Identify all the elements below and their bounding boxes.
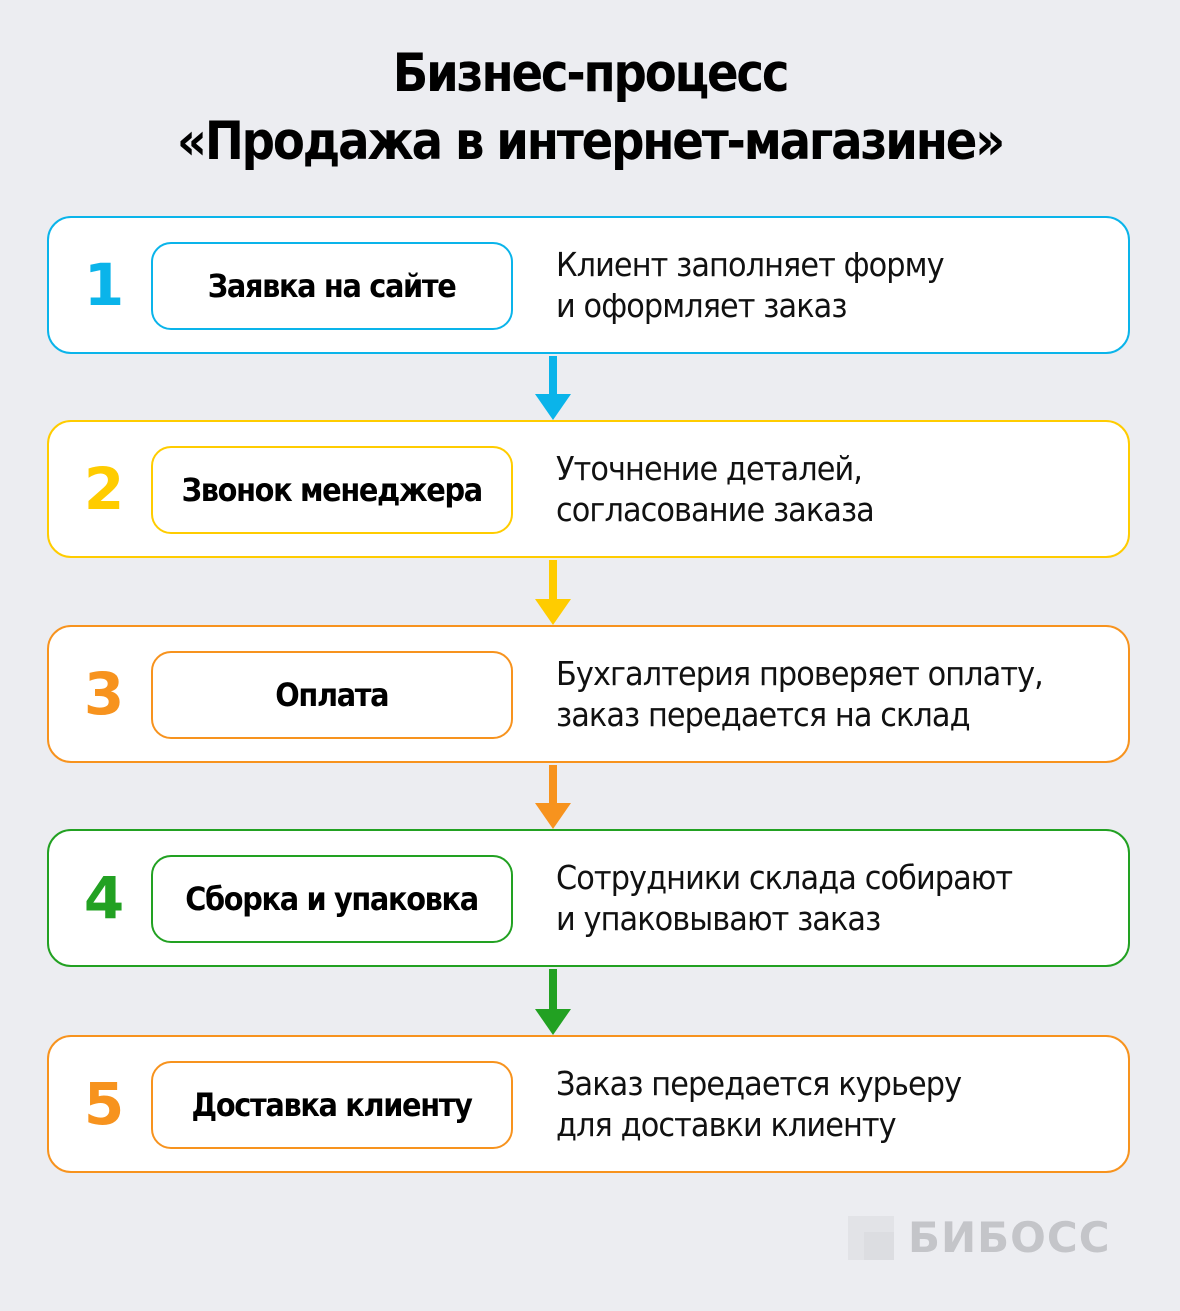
step-name: Заявка на сайте [208,267,457,305]
step-name: Звонок менеджера [181,471,483,509]
step-2-card: 2 Звонок менеджера Уточнение деталей, со… [47,420,1130,558]
description-line: Уточнение деталей, [556,449,863,488]
step-5-card: 5 Доставка клиенту Заказ передается курь… [47,1035,1130,1173]
step-name-pill: Сборка и упаковка [151,855,513,943]
step-description: Бухгалтерия проверяет оплату, заказ пере… [556,627,1085,761]
step-4-card: 4 Сборка и упаковка Сотрудники склада со… [47,829,1130,967]
step-description: Уточнение деталей, согласование заказа [556,422,902,556]
description-line: Заказ передается курьеру [556,1064,962,1103]
step-number: 3 [83,660,125,728]
step-number: 4 [83,864,125,932]
arrow-down-icon [535,560,571,625]
description-line: Бухгалтерия проверяет оплату, [556,654,1044,693]
arrow-down-icon [535,969,571,1035]
arrow-down-icon [535,765,571,829]
description-line: заказ передается на склад [556,695,971,734]
description-line: Клиент заполняет форму [556,245,945,284]
arrow-down-icon [535,356,571,420]
title-line-2: «Продажа в интернет-магазине» [176,111,1005,172]
title-line-1: Бизнес-процесс [392,43,790,104]
step-number: 1 [83,251,125,319]
description-line: Сотрудники склада собирают [556,858,1013,897]
step-name: Доставка клиенту [192,1086,473,1124]
step-name: Сборка и упаковка [185,880,480,918]
step-description: Заказ передается курьеру для доставки кл… [556,1037,996,1171]
step-number: 2 [83,455,125,523]
step-3-card: 3 Оплата Бухгалтерия проверяет оплату, з… [47,625,1130,763]
description-line: и упаковывают заказ [556,899,881,938]
step-name: Оплата [275,676,390,714]
description-line: согласование заказа [556,490,875,529]
step-1-card: 1 Заявка на сайте Клиент заполняет форму… [47,216,1130,354]
bibоss-logo: БИБОСС [848,1213,1111,1262]
diagram-title: Бизнес-процесс «Продажа в интернет-магаз… [71,40,1109,176]
step-name-pill: Доставка клиенту [151,1061,513,1149]
step-number: 5 [83,1070,125,1138]
step-name-pill: Звонок менеджера [151,446,513,534]
logo-mark-icon [848,1215,894,1260]
logo-text: БИБОСС [908,1213,1111,1262]
description-line: для доставки клиенту [556,1105,897,1144]
description-line: и оформляет заказ [556,286,847,325]
step-name-pill: Оплата [151,651,513,739]
step-name-pill: Заявка на сайте [151,242,513,330]
step-description: Сотрудники склада собирают и упаковывают… [556,831,1052,965]
step-description: Клиент заполняет форму и оформляет заказ [556,218,977,352]
